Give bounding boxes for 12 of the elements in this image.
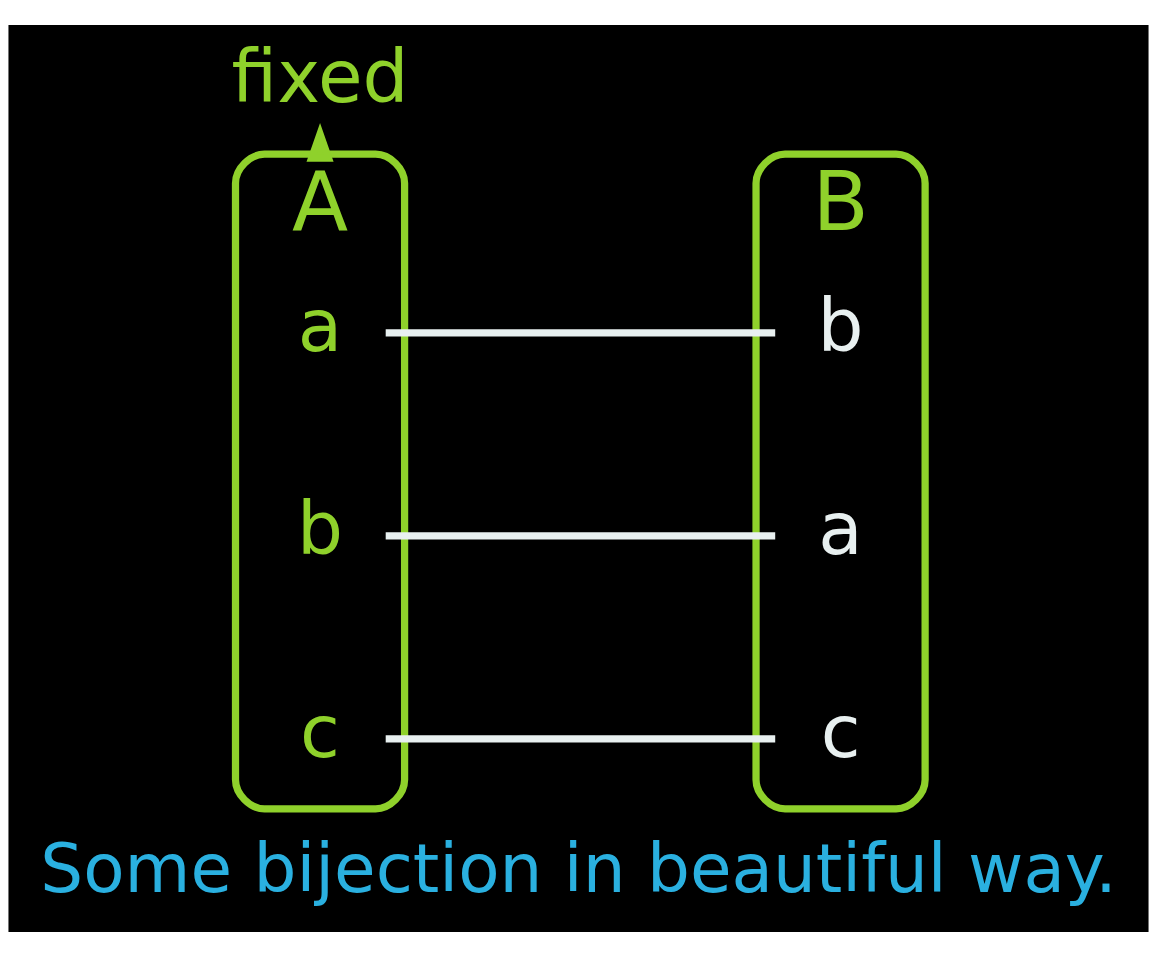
- caption: Some bijection in beautiful way.: [40, 828, 1117, 908]
- arrow: [306, 123, 334, 162]
- connector: [385, 329, 776, 337]
- node-text: fixed: [231, 35, 409, 120]
- node-text: c: [820, 689, 861, 774]
- connector: [385, 532, 776, 540]
- connector: [385, 735, 776, 743]
- node-text: a: [818, 486, 863, 571]
- node-text: a: [297, 284, 343, 369]
- node-text: b: [817, 284, 864, 369]
- node-text: c: [300, 689, 340, 774]
- node-text: b: [297, 486, 344, 571]
